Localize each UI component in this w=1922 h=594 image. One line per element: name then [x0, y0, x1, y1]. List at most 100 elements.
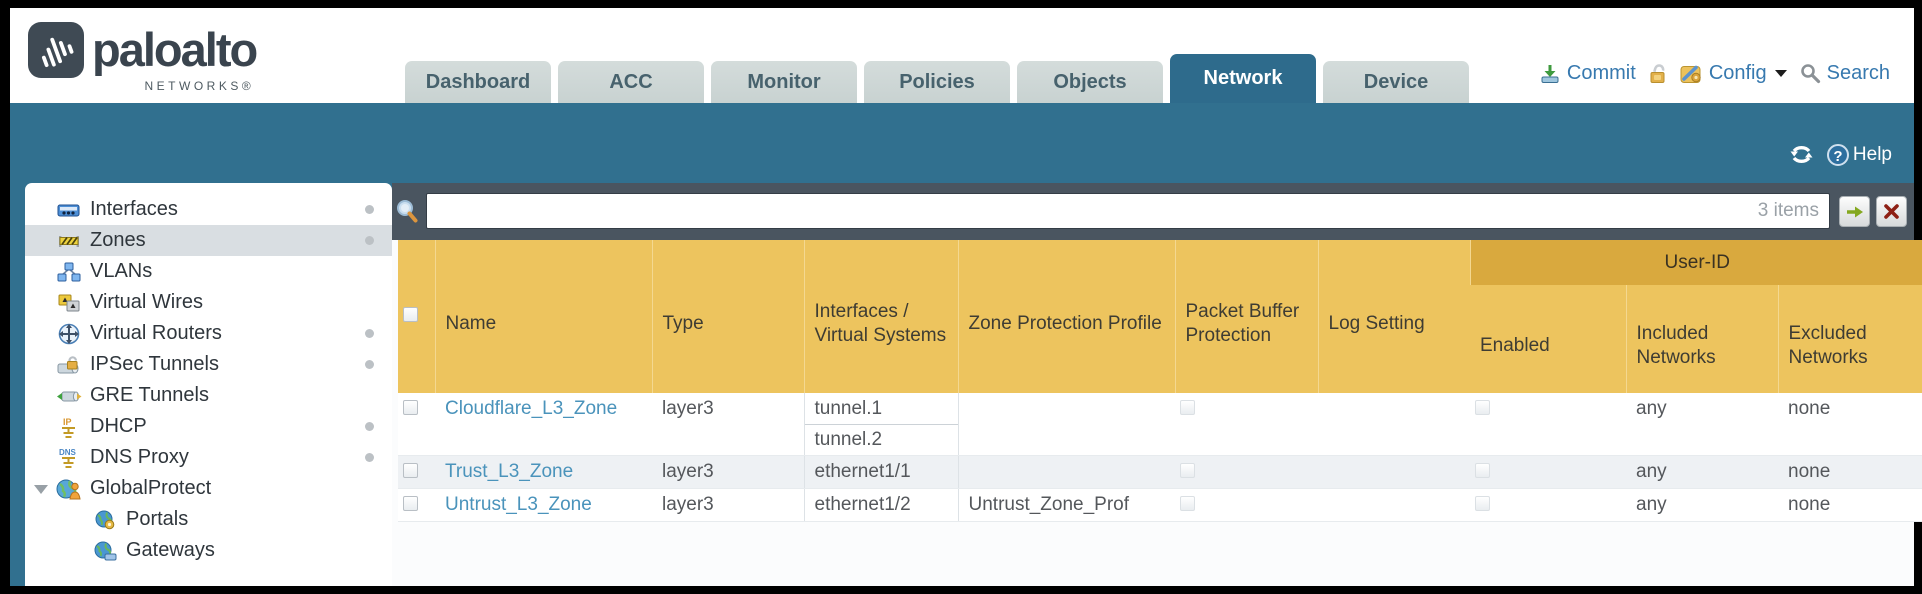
excluded-networks-cell: none [1778, 488, 1922, 522]
sidebar-item-virtual-routers[interactable]: Virtual Routers [25, 318, 392, 349]
help-icon [1826, 143, 1849, 166]
sidebar-item-zones[interactable]: Zones [25, 225, 392, 256]
config-icon [1680, 65, 1701, 83]
tab-acc[interactable]: ACC [558, 61, 704, 103]
apply-filter-button[interactable] [1839, 196, 1870, 227]
main-nav-tabs: Dashboard ACC Monitor Policies Objects N… [405, 54, 1469, 103]
sidebar-item-virtual-wires[interactable]: Virtual Wires [25, 287, 392, 318]
column-header-interfaces[interactable]: Interfaces / Virtual Systems [803, 240, 958, 393]
caret-expand-icon[interactable] [34, 485, 48, 494]
caret-down-icon [1774, 70, 1787, 77]
band-actions: Help [1788, 143, 1892, 166]
lock-icon[interactable] [1649, 63, 1667, 84]
sidebar-item-label: Interfaces [90, 198, 178, 220]
brand-name: paloalto [92, 23, 258, 76]
sidebar-item-label: Zones [90, 229, 146, 251]
sidebar-item-vlans[interactable]: VLANs [25, 256, 392, 287]
enabled-checkbox[interactable] [1475, 462, 1490, 478]
app-screen: paloalto NETWORKS® Dashboard ACC Monitor… [10, 8, 1922, 586]
row-checkbox[interactable] [403, 400, 418, 415]
zone-name-link[interactable]: Cloudflare_L3_Zone [445, 398, 618, 419]
tab-monitor[interactable]: Monitor [711, 61, 857, 103]
brand-subtitle: NETWORKS® [144, 79, 255, 93]
ipsec-tunnels-icon [55, 355, 83, 375]
row-checkbox[interactable] [403, 495, 418, 511]
virtual-wires-icon [55, 293, 83, 313]
sidebar-item-dns-proxy[interactable]: DNS DNS Proxy [25, 442, 392, 473]
sidebar-item-globalprotect[interactable]: GlobalProtect [25, 473, 392, 504]
included-networks-cell: any [1626, 488, 1778, 522]
table-row: Trust_L3_Zone layer3 ethernet1/1 any non… [398, 455, 1922, 489]
config-menu[interactable]: Config [1680, 62, 1787, 85]
zones-table-container: Name Type Interfaces / Virtual Systems Z… [392, 240, 1922, 586]
svg-text:DNS: DNS [59, 448, 77, 457]
table-row: Cloudflare_L3_Zone layer3 tunnel.1 tunne… [398, 393, 1922, 456]
refresh-button[interactable] [1788, 143, 1815, 166]
filter-input[interactable]: 3 items [426, 193, 1830, 229]
commit-icon [1541, 64, 1559, 83]
log-setting-cell [1318, 393, 1470, 456]
dhcp-icon: IP [55, 416, 83, 438]
config-label: Config [1708, 62, 1767, 84]
zone-protection-profile-cell [958, 393, 1175, 456]
commit-button[interactable]: Commit [1539, 62, 1636, 85]
sidebar-item-ipsec-tunnels[interactable]: IPSec Tunnels [25, 349, 392, 380]
zone-name-link[interactable]: Untrust_L3_Zone [445, 493, 592, 515]
sidebar-item-label: GRE Tunnels [90, 384, 209, 406]
tab-policies[interactable]: Policies [864, 61, 1010, 103]
log-setting-cell [1318, 455, 1470, 489]
sidebar-item-gateways[interactable]: Gateways [25, 535, 392, 566]
gateways-icon [91, 541, 119, 561]
sidebar-item-label: GlobalProtect [90, 477, 212, 499]
enabled-checkbox[interactable] [1475, 495, 1490, 511]
packet-buffer-checkbox[interactable] [1180, 495, 1195, 511]
zone-name-link[interactable]: Trust_L3_Zone [445, 460, 574, 482]
zone-interfaces-cell: tunnel.1 tunnel.2 [803, 393, 959, 456]
status-dot [365, 329, 374, 338]
clear-filter-button[interactable] [1876, 196, 1907, 227]
select-all-checkbox[interactable] [403, 306, 418, 322]
column-header-log-setting[interactable]: Log Setting [1317, 240, 1470, 393]
tab-device[interactable]: Device [1323, 61, 1469, 103]
search-icon [1800, 64, 1820, 84]
vlans-icon [55, 262, 83, 282]
item-count: 3 items [1757, 200, 1819, 221]
column-header-excluded-networks[interactable]: Excluded Networks [1777, 285, 1922, 393]
status-dot [365, 236, 374, 245]
search-label: Search [1826, 62, 1890, 84]
interface-entry: tunnel.2 [805, 424, 957, 454]
row-checkbox[interactable] [403, 462, 418, 478]
help-button[interactable]: Help [1826, 143, 1892, 166]
column-header-included-networks[interactable]: Included Networks [1625, 285, 1778, 393]
sidebar-item-label: Gateways [126, 539, 215, 561]
sidebar-item-label: DNS Proxy [90, 446, 189, 468]
sidebar-item-dhcp[interactable]: IP DHCP [25, 411, 392, 442]
sidebar-item-interfaces[interactable]: Interfaces [25, 194, 392, 225]
sidebar-item-portals[interactable]: Portals [25, 504, 392, 535]
log-setting-cell [1318, 488, 1470, 522]
tab-network[interactable]: Network [1170, 54, 1316, 103]
column-header-type[interactable]: Type [651, 240, 804, 393]
portals-icon [91, 510, 119, 530]
sidebar-item-gre-tunnels[interactable]: GRE Tunnels [25, 380, 392, 411]
tab-objects[interactable]: Objects [1017, 61, 1163, 103]
arrow-right-icon [1846, 206, 1863, 217]
column-group-user-id: User-ID [1469, 240, 1922, 285]
column-header-name[interactable]: Name [434, 240, 652, 393]
enabled-checkbox[interactable] [1475, 400, 1490, 415]
search-button[interactable]: Search [1800, 62, 1890, 85]
paloalto-logo: paloalto NETWORKS® [28, 22, 258, 93]
sidebar-item-label: VLANs [90, 260, 153, 282]
included-networks-cell: any [1626, 455, 1778, 489]
sidebar-item-label: Portals [126, 508, 189, 530]
packet-buffer-checkbox[interactable] [1180, 462, 1195, 478]
main-content: 3 items [392, 183, 1922, 586]
gre-tunnels-icon [55, 386, 83, 406]
sidebar-item-label: Virtual Wires [90, 291, 203, 313]
column-header-zone-protection-profile[interactable]: Zone Protection Profile [957, 240, 1175, 393]
column-header-packet-buffer-protection[interactable]: Packet Buffer Protection [1174, 240, 1318, 393]
zone-protection-profile-cell [958, 455, 1175, 489]
tab-dashboard[interactable]: Dashboard [405, 61, 551, 103]
packet-buffer-checkbox[interactable] [1180, 400, 1195, 415]
column-header-enabled[interactable]: Enabled [1470, 285, 1626, 393]
